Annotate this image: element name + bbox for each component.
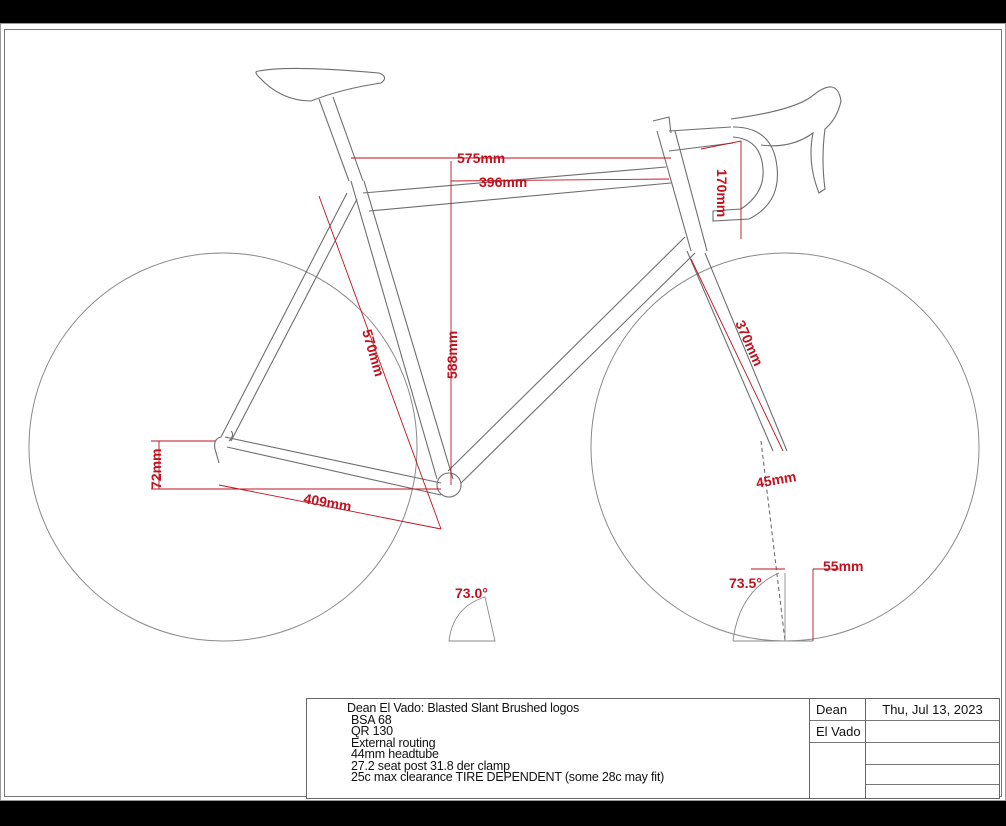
label-fork-offset: 45mm [755,468,798,491]
name-last: El Vado [810,721,865,743]
rear-wheel [28,252,418,642]
date-cell: Thu, Jul 13, 2023 [866,699,999,721]
label-head-angle: 73.5° [729,575,762,591]
label-top-tube-actual: 396mm [479,174,527,190]
note-headtube: 44mm headtube [351,747,439,761]
label-seat-tube: 570mm [359,327,388,378]
note-qr: QR 130 [351,724,393,738]
note-bb: BSA 68 [351,712,392,727]
empty-cell-2 [866,743,999,765]
angle-arcs [448,572,813,642]
empty-cell-1 [866,721,999,743]
label-stack: 588mm [444,331,460,379]
date-column: Thu, Jul 13, 2023 [865,699,999,798]
label-head-tube: 170mm [714,169,730,217]
empty-cell-3 [866,765,999,785]
label-seat-angle: 73.0° [455,585,488,601]
label-fork-length: 370mm [732,318,766,369]
bike-frame-drawing: 575mm 396mm 170mm 570mm 588mm 370mm 45mm… [28,67,980,642]
name-column: Dean El Vado [809,699,865,798]
label-bb-drop: 72mm [148,449,164,489]
drawing-sheet: 575mm 396mm 170mm 570mm 588mm 370mm 45mm… [0,23,1006,801]
label-trail: 55mm [823,558,863,574]
build-notes: Dean El Vado: Blasted Slant Brushed logo… [347,701,665,784]
dimension-lines [151,140,839,641]
note-routing: External routing [351,735,436,750]
label-chainstay: 409mm [302,490,352,514]
frame-tubes [214,67,842,642]
title-block: Dean El Vado: Blasted Slant Brushed logo… [306,698,1000,799]
note-seatpost: 27.2 seat post 31.8 der clamp [351,758,510,773]
name-first: Dean [810,699,865,721]
note-clearance: 25c max clearance TIRE DEPENDENT (some 2… [351,770,665,784]
label-top-tube-effective: 575mm [457,150,505,166]
note-title: Dean El Vado: Blasted Slant Brushed logo… [347,701,579,715]
wheels [28,252,980,642]
